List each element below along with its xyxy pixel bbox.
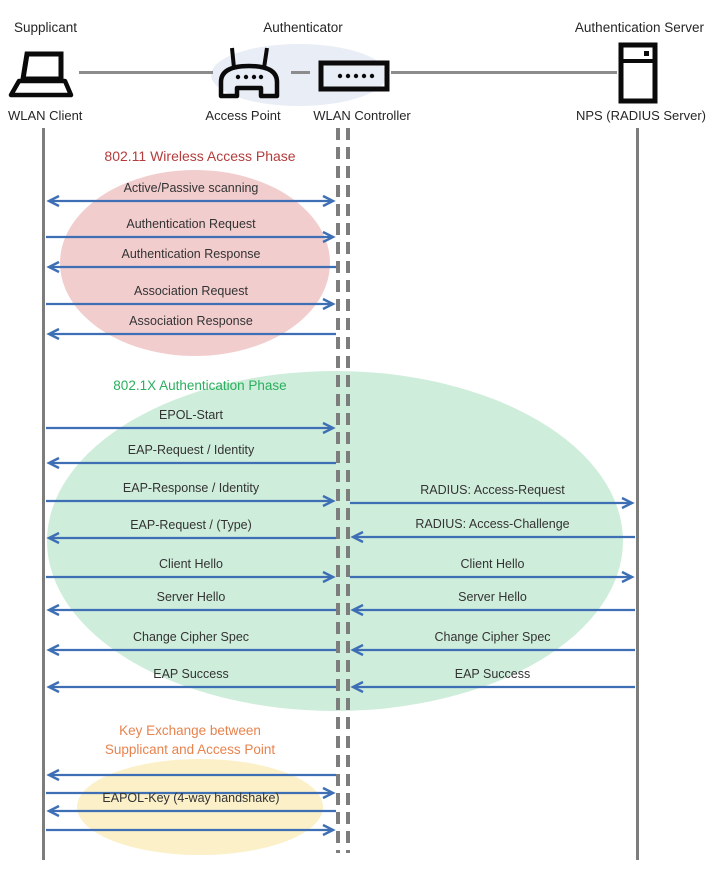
message-arrow bbox=[46, 193, 336, 209]
message-label: Association Response bbox=[129, 314, 253, 328]
message-arrow bbox=[46, 493, 336, 509]
message-label: Authentication Response bbox=[121, 247, 261, 261]
access-point-icon bbox=[214, 44, 284, 109]
message-arrow bbox=[46, 259, 336, 275]
message-arrow bbox=[46, 569, 336, 585]
message-arrow bbox=[46, 803, 336, 819]
message-label: EAPOL-Key (4-way handshake) bbox=[102, 791, 280, 805]
server-lifeline bbox=[636, 128, 639, 860]
message-label: Change Cipher Spec bbox=[132, 630, 250, 644]
message-arrow bbox=[350, 602, 635, 618]
message-label: EAP Success bbox=[454, 667, 531, 681]
phase-title-wireless-access: 802.11 Wireless Access Phase bbox=[104, 148, 296, 164]
phase-title-key-exchange: Key Exchange between Supplicant and Acce… bbox=[45, 721, 335, 759]
access-point-label: Access Point bbox=[205, 108, 281, 123]
authenticator-role-label: Authenticator bbox=[263, 20, 343, 35]
message-arrow bbox=[46, 229, 336, 245]
message-arrow bbox=[46, 679, 336, 695]
message-label: Association Request bbox=[134, 284, 248, 298]
message-arrow bbox=[46, 822, 336, 838]
message-arrow bbox=[46, 602, 336, 618]
phase-title-key-exchange-line1: Key Exchange between bbox=[119, 723, 261, 738]
message-label: Server Hello bbox=[458, 590, 527, 604]
wlan-client-label: WLAN Client bbox=[8, 108, 83, 123]
message-arrow bbox=[46, 296, 336, 312]
phase-title-dot1x: 802.1X Authentication Phase bbox=[113, 378, 287, 393]
laptop-icon bbox=[8, 50, 74, 109]
message-arrow bbox=[46, 642, 336, 658]
message-label: EAP-Request / (Type) bbox=[130, 518, 252, 532]
message-label: EPOL-Start bbox=[159, 408, 223, 422]
phase-title-key-exchange-line2: Supplicant and Access Point bbox=[104, 742, 276, 757]
message-label: Active/Passive scanning bbox=[123, 181, 259, 195]
message-label: RADIUS: Access-Challenge bbox=[415, 517, 570, 531]
message-arrow bbox=[46, 785, 336, 801]
controller-lifeline-dash-left bbox=[336, 128, 340, 853]
nps-radius-server-label: NPS (RADIUS Server) bbox=[575, 108, 706, 123]
message-arrow bbox=[350, 529, 635, 545]
message-label: Change Cipher Spec bbox=[434, 630, 551, 644]
supplicant-lifeline bbox=[42, 128, 45, 860]
wlan-controller-label: WLAN Controller bbox=[313, 108, 411, 123]
controller-lifeline-dash-right bbox=[346, 128, 350, 853]
message-arrow bbox=[46, 326, 336, 342]
message-arrow bbox=[46, 420, 336, 436]
wlan-controller-icon bbox=[318, 60, 390, 97]
authentication-server-role-label: Authentication Server bbox=[574, 20, 704, 35]
message-arrow bbox=[46, 767, 336, 783]
message-label: EAP-Response / Identity bbox=[122, 481, 260, 495]
message-arrow bbox=[350, 679, 635, 695]
message-arrow bbox=[46, 455, 336, 471]
message-label: Server Hello bbox=[156, 590, 226, 604]
message-label: EAP-Request / Identity bbox=[127, 443, 255, 457]
supplicant-role-label: Supplicant bbox=[14, 20, 78, 35]
message-label: RADIUS: Access-Request bbox=[420, 483, 565, 497]
connector-client-ap bbox=[79, 71, 213, 74]
message-arrow bbox=[350, 642, 635, 658]
server-icon bbox=[618, 42, 658, 109]
message-label: Authentication Request bbox=[126, 217, 256, 231]
message-label: Client Hello bbox=[460, 557, 525, 571]
message-label: Client Hello bbox=[159, 557, 223, 571]
message-arrow bbox=[46, 530, 336, 546]
message-arrow bbox=[350, 495, 635, 511]
connector-ap-controller bbox=[291, 71, 310, 74]
message-arrow bbox=[350, 569, 635, 585]
message-label: EAP Success bbox=[153, 667, 229, 681]
connector-controller-server bbox=[391, 71, 617, 74]
